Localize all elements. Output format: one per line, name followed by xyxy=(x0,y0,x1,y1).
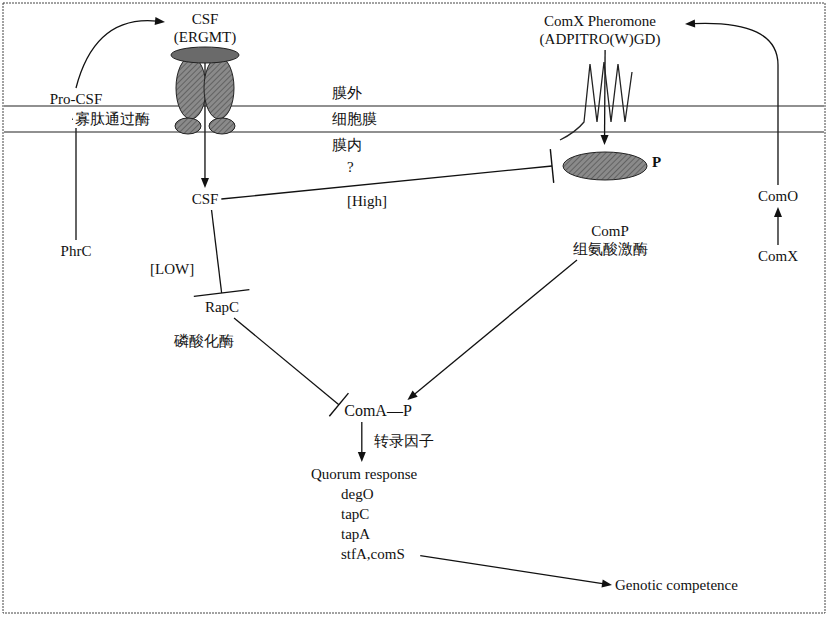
connector-line xyxy=(75,118,76,240)
node-text: ComX Pheromone (ADPITRO(W)GD) xyxy=(518,12,682,48)
annotation-label: 磷酸化酶 xyxy=(172,332,236,350)
membrane-line xyxy=(4,105,824,106)
text-node: ComX Pheromone (ADPITRO(W)GD) xyxy=(515,10,685,50)
text-node: ComX xyxy=(755,245,801,267)
connector xyxy=(72,110,80,240)
text-node: CSF (ERGMT) xyxy=(165,8,245,48)
node-text: RapC xyxy=(205,298,239,316)
connector xyxy=(420,556,612,588)
node-text: Pro-CSF xyxy=(50,90,103,108)
node-text: PhrC xyxy=(61,242,92,260)
permease-symbol xyxy=(171,47,239,134)
connector xyxy=(407,260,577,400)
text-node: ComO xyxy=(755,185,801,207)
receptor-symbol xyxy=(560,62,632,140)
kinase-symbol xyxy=(563,152,647,180)
annotation-label: 膜外 xyxy=(330,84,364,102)
connector-line xyxy=(693,23,778,185)
annotation-label: ? xyxy=(345,158,356,176)
text-node: RapC xyxy=(202,296,242,318)
node-text: tapA xyxy=(311,524,417,544)
connector-line xyxy=(420,556,604,584)
connector-line xyxy=(204,48,205,180)
text-node: ComP组氨酸激酶 xyxy=(555,145,665,260)
annotation-label: 膜内 xyxy=(330,136,364,154)
connector xyxy=(358,422,366,462)
node-text: Quorum response xyxy=(311,464,417,484)
edge-label: [High] xyxy=(345,192,389,210)
frame xyxy=(3,3,825,613)
annotation-label: 寡肽通过酶 xyxy=(73,110,152,128)
connector xyxy=(685,20,778,185)
node-text: ComO xyxy=(758,187,798,205)
connector-line xyxy=(361,422,362,454)
membrane-line xyxy=(4,131,824,132)
connector-line xyxy=(212,210,222,293)
node-text: stfA,comS xyxy=(311,544,417,564)
text-node: Quorum responsedegOtapCtapAstfA,comS xyxy=(308,462,420,566)
text-node: CSF xyxy=(189,188,222,210)
connector-line xyxy=(234,318,339,405)
connector xyxy=(76,17,165,88)
text-node: ComA—P xyxy=(341,400,415,422)
node-text: tapC xyxy=(311,504,417,524)
connector-line xyxy=(777,215,778,245)
node-text: ComX xyxy=(758,247,798,265)
annotation-label: 细胞膜 xyxy=(330,110,379,128)
edge-label: 转录因子 xyxy=(372,432,436,450)
node-text: degO xyxy=(311,484,417,504)
text-node: Genotic competence xyxy=(612,574,741,596)
connector xyxy=(234,318,348,416)
connector-line xyxy=(76,21,157,88)
node-text: Genotic competence xyxy=(615,576,738,594)
node-text: 组氨酸激酶 xyxy=(573,240,648,258)
connector xyxy=(194,210,250,296)
annotation-label: P xyxy=(650,153,663,171)
node-text: ComA—P xyxy=(344,402,412,420)
text-node: PhrC xyxy=(58,240,95,262)
edge-label: [LOW] xyxy=(148,260,196,278)
connector xyxy=(774,207,782,245)
text-node: Pro-CSF xyxy=(47,88,106,110)
connector-line xyxy=(414,260,577,395)
node-text: ComP xyxy=(591,222,629,240)
node-text: CSF (ERGMT) xyxy=(168,10,242,46)
node-text: CSF xyxy=(192,190,219,208)
